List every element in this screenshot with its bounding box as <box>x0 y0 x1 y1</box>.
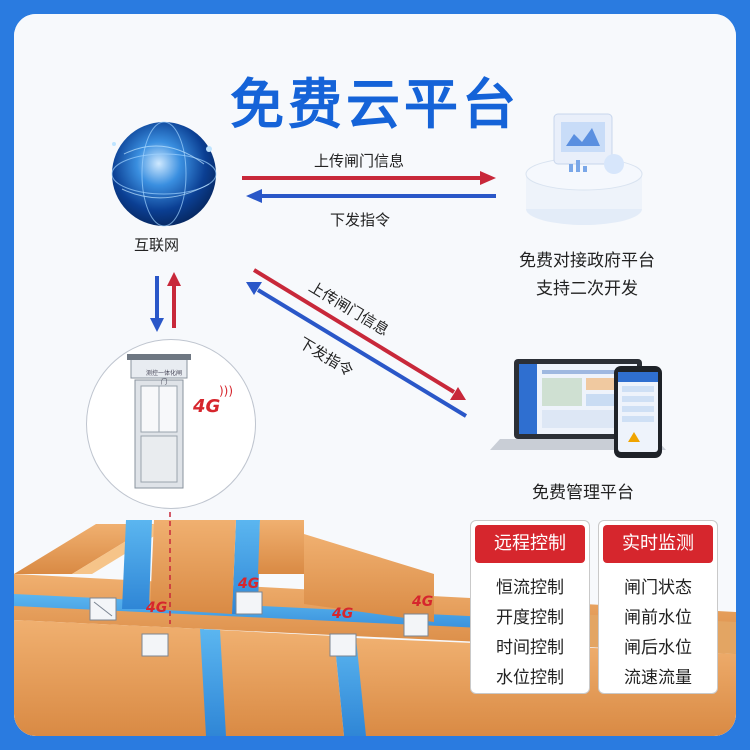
phone-icon <box>614 366 662 458</box>
gov-platform-line1: 免费对接政府平台 <box>519 251 655 271</box>
realtime-monitor-card: 实时监测 闸门状态 闸前水位 闸后水位 流速流量 <box>598 520 718 694</box>
download-label-horizontal: 下发指令 <box>330 211 391 229</box>
content-panel: 免费云平台 互联网 上传闸门信息 下发指令 上传闸门信息 下发指令 免费对接政府… <box>14 14 736 736</box>
canal-gate-1 <box>89 597 117 621</box>
upload-label-horizontal: 上传闸门信息 <box>314 152 405 170</box>
canal-gate-4 <box>329 633 357 657</box>
upload-arrow-vertical <box>167 272 181 328</box>
remote-control-item: 时间控制 <box>496 638 564 658</box>
remote-control-card: 远程控制 恒流控制 开度控制 时间控制 水位控制 <box>470 520 590 694</box>
canal-gate-3 <box>235 591 263 615</box>
canal-4g-label-3: 4G <box>332 606 354 622</box>
canal-4g-label-4: 4G <box>412 594 434 610</box>
remote-control-item: 恒流控制 <box>496 578 564 598</box>
upload-arrow-diagonal <box>252 268 466 400</box>
canal-gate-2 <box>141 633 169 657</box>
signal-icon: ))) <box>219 384 234 398</box>
globe-icon <box>111 121 217 227</box>
realtime-monitor-item: 闸前水位 <box>624 608 692 628</box>
gate-device-icon <box>127 354 191 489</box>
internet-label: 互联网 <box>134 236 180 254</box>
gov-platform-line2: 支持二次开发 <box>536 279 638 299</box>
download-arrow-vertical <box>150 276 164 332</box>
download-arrow-horizontal <box>246 189 496 203</box>
mgmt-platform-label: 免费管理平台 <box>532 483 634 503</box>
remote-control-header: 远程控制 <box>475 525 585 563</box>
canal-gate-5 <box>403 613 429 637</box>
remote-control-item: 开度控制 <box>496 608 564 628</box>
realtime-monitor-item: 闸门状态 <box>624 578 692 598</box>
realtime-monitor-item: 流速流量 <box>624 668 692 688</box>
canal-4g-label-1: 4G <box>146 600 168 616</box>
download-arrow-diagonal <box>246 282 468 418</box>
realtime-monitor-item: 闸后水位 <box>624 638 692 658</box>
remote-control-item: 水位控制 <box>496 668 564 688</box>
canal-4g-label-2: 4G <box>238 576 260 592</box>
realtime-monitor-header: 实时监测 <box>603 525 713 563</box>
gov-platform-icon <box>525 113 643 225</box>
gate-device-circle: 测控一体化闸门 4G ))) <box>86 339 256 509</box>
page-title: 免费云平台 <box>230 73 520 136</box>
gate-4g-label: 4G <box>193 396 221 417</box>
gate-panel-text: 测控一体化闸门 <box>145 370 182 386</box>
upload-arrow-horizontal <box>242 171 496 185</box>
